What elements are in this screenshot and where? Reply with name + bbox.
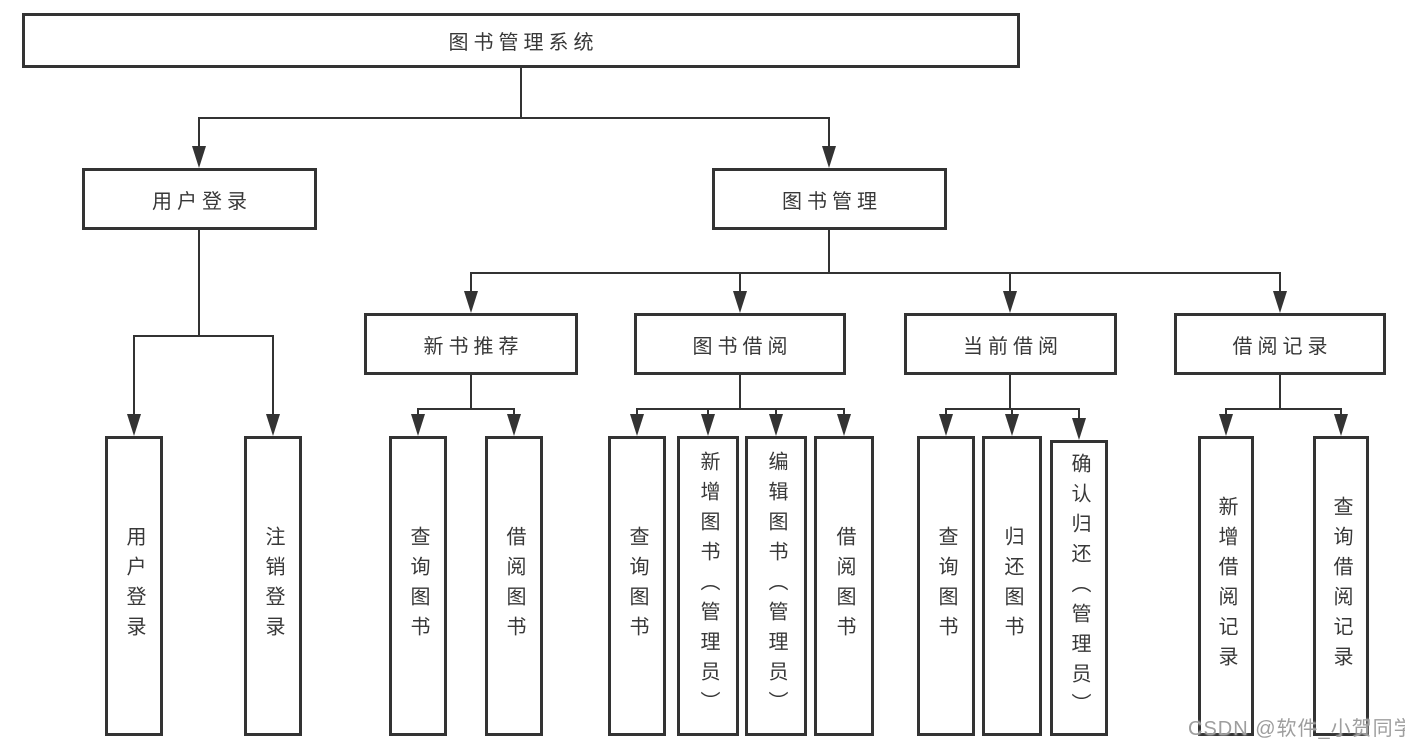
arrowhead-icon	[1005, 414, 1019, 436]
leaf-borrow-query-book: 查询图书	[608, 436, 666, 736]
leaf-user-login: 用户登录	[105, 436, 163, 736]
connector-line	[1009, 375, 1011, 408]
leaf-borrow-edit-book-admin: 编辑图书（管理员）	[745, 436, 807, 736]
leaf-borrow-add-book-admin-label: 新增图书（管理员）	[697, 451, 719, 721]
leaf-borrow-edit-book-admin-label: 编辑图书（管理员）	[765, 451, 787, 721]
connector-line	[1011, 408, 1013, 418]
arrowhead-icon	[1072, 418, 1086, 440]
leaf-borrow-add-book-admin: 新增图书（管理员）	[677, 436, 739, 736]
connector-line	[133, 335, 274, 337]
leaf-logout: 注销登录	[244, 436, 302, 736]
arrowhead-icon	[507, 414, 521, 436]
leaf-current-return-book: 归还图书	[982, 436, 1042, 736]
node-user-login: 用户登录	[82, 168, 317, 230]
arrowhead-icon	[822, 146, 836, 168]
connector-line	[636, 408, 638, 418]
arrowhead-icon	[1219, 414, 1233, 436]
connector-line	[133, 335, 135, 416]
connector-line	[1279, 272, 1281, 294]
connector-line	[843, 408, 845, 418]
connector-line	[470, 272, 1281, 274]
leaf-record-query-record-label: 查询借阅记录	[1330, 496, 1352, 676]
node-new-book-recommend-label: 新书推荐	[423, 335, 524, 358]
arrowhead-icon	[939, 414, 953, 436]
connector-line	[1009, 272, 1011, 294]
arrowhead-icon	[701, 414, 715, 436]
leaf-recommend-borrow-book-label: 借阅图书	[503, 526, 525, 646]
connector-line	[417, 408, 515, 410]
connector-line	[520, 68, 522, 117]
leaf-logout-label: 注销登录	[262, 526, 284, 646]
connector-line	[1279, 375, 1281, 408]
node-root: 图书管理系统	[22, 13, 1020, 68]
node-root-label: 图书管理系统	[448, 32, 599, 54]
arrowhead-icon	[769, 414, 783, 436]
connector-line	[198, 117, 830, 119]
connector-line	[828, 117, 830, 149]
connector-line	[707, 408, 709, 418]
leaf-current-query-book: 查询图书	[917, 436, 975, 736]
connector-line	[945, 408, 947, 418]
connector-line	[198, 230, 200, 335]
arrowhead-icon	[733, 291, 747, 313]
leaf-recommend-query-book: 查询图书	[389, 436, 447, 736]
arrowhead-icon	[1273, 291, 1287, 313]
node-book-management-label: 图书管理	[782, 190, 882, 213]
node-current-borrow: 当前借阅	[904, 313, 1117, 375]
arrowhead-icon	[464, 291, 478, 313]
connector-line	[470, 375, 472, 408]
connector-line	[739, 375, 741, 408]
leaf-record-query-record: 查询借阅记录	[1313, 436, 1369, 736]
connector-line	[1078, 408, 1080, 420]
leaf-current-query-book-label: 查询图书	[935, 526, 957, 646]
arrowhead-icon	[192, 146, 206, 168]
connector-line	[1225, 408, 1342, 410]
node-book-management: 图书管理	[712, 168, 947, 230]
connector-line	[198, 117, 200, 149]
connector-line	[513, 408, 515, 418]
arrowhead-icon	[837, 414, 851, 436]
leaf-recommend-borrow-book: 借阅图书	[485, 436, 543, 736]
node-current-borrow-label: 当前借阅	[963, 335, 1063, 358]
arrowhead-icon	[630, 414, 644, 436]
leaf-record-add-record-label: 新增借阅记录	[1215, 496, 1237, 676]
node-user-login-label: 用户登录	[152, 190, 252, 213]
connector-line	[470, 272, 472, 294]
arrowhead-icon	[266, 414, 280, 436]
arrowhead-icon	[1334, 414, 1348, 436]
leaf-current-confirm-return-admin-label: 确认归还（管理员）	[1068, 453, 1090, 723]
arrowhead-icon	[411, 414, 425, 436]
node-book-borrow-label: 图书借阅	[692, 335, 793, 358]
leaf-record-add-record: 新增借阅记录	[1198, 436, 1254, 736]
node-borrow-record: 借阅记录	[1174, 313, 1386, 375]
connector-line	[636, 408, 845, 410]
connector-line	[739, 272, 741, 294]
node-new-book-recommend: 新书推荐	[364, 313, 578, 375]
node-borrow-record-label: 借阅记录	[1232, 335, 1333, 358]
connector-line	[1225, 408, 1227, 418]
csdn-watermark: CSDN @软件_小贺同学	[1188, 718, 1405, 740]
leaf-recommend-query-book-label: 查询图书	[407, 526, 429, 646]
connector-line	[828, 230, 830, 272]
leaf-borrow-query-book-label: 查询图书	[626, 526, 648, 646]
connector-line	[417, 408, 419, 418]
node-book-borrow: 图书借阅	[634, 313, 846, 375]
arrowhead-icon	[127, 414, 141, 436]
leaf-borrow-borrow-book-label: 借阅图书	[833, 526, 855, 646]
leaf-current-confirm-return-admin: 确认归还（管理员）	[1050, 440, 1108, 736]
leaf-user-login-label: 用户登录	[123, 526, 145, 646]
connector-line	[1340, 408, 1342, 418]
connector-line	[775, 408, 777, 418]
leaf-borrow-borrow-book: 借阅图书	[814, 436, 874, 736]
arrowhead-icon	[1003, 291, 1017, 313]
leaf-current-return-book-label: 归还图书	[1001, 526, 1023, 646]
connector-line	[272, 335, 274, 416]
